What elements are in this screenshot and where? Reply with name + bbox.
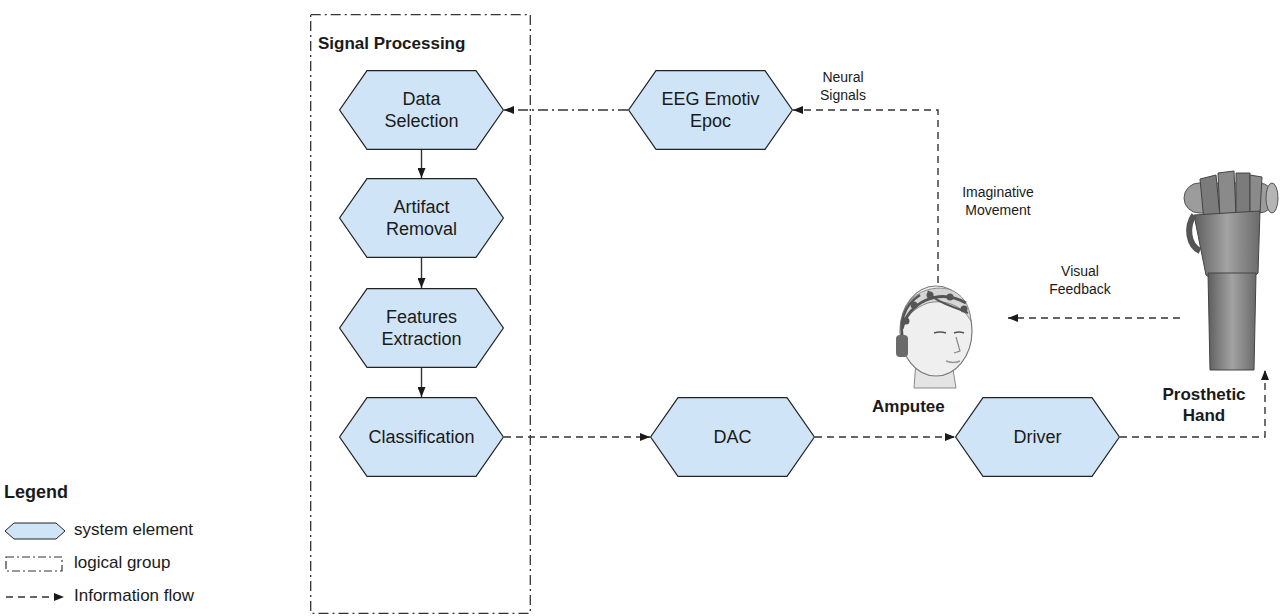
amputee-figure: Amputee (858, 283, 1008, 388)
amputee-illustration (858, 283, 1008, 388)
signal-note: Imaginative Movement (948, 183, 1048, 219)
flow-arrow (504, 436, 650, 437)
flow-arrow (504, 109, 628, 110)
box-label: Features Extraction (363, 306, 480, 351)
flow-arrow (815, 436, 955, 437)
legend-text: Information flow (74, 586, 194, 606)
flow-arrow (421, 150, 422, 178)
flow-arrow (793, 110, 938, 283)
legend-flow-sample (4, 588, 66, 606)
figure-label: Prosthetic Hand (1158, 384, 1250, 427)
box-label: Driver (1014, 426, 1062, 449)
process-box: Artifact Removal (339, 178, 504, 258)
legend-text: system element (74, 520, 193, 540)
flow-arrow (421, 258, 422, 288)
hexagon-outline (339, 288, 504, 368)
process-box: DAC (650, 397, 815, 477)
prosthetic-hand-figure: Prosthetic Hand (1180, 165, 1280, 370)
hexagon-outline (628, 70, 793, 150)
box-label: Data Selection (363, 88, 480, 133)
figure-label: Amputee (872, 396, 945, 417)
edge-label: Visual Feedback (1040, 262, 1120, 298)
legend-hexagon-sample (4, 522, 66, 540)
legend-group-sample (4, 555, 66, 573)
process-box: EEG Emotiv Epoc (628, 70, 793, 150)
edge-label: Neural Signals (810, 68, 876, 104)
legend-text: logical group (74, 553, 170, 573)
process-box: Data Selection (339, 70, 504, 150)
legend-heading: Legend (4, 482, 68, 503)
hexagon-outline (339, 178, 504, 258)
flow-arrow (1008, 317, 1180, 318)
logical-group: Signal ProcessingData SelectionArtifact … (310, 14, 531, 614)
prosthetic-hand-illustration (1180, 165, 1280, 370)
flow-arrow (1120, 370, 1265, 437)
box-label: Classification (368, 426, 474, 449)
box-label: DAC (713, 426, 751, 449)
process-box: Classification (339, 397, 504, 477)
group-title: Signal Processing (318, 34, 465, 54)
hexagon-outline (339, 70, 504, 150)
process-box: Driver (955, 397, 1120, 477)
box-label: Artifact Removal (363, 196, 480, 241)
process-box: Features Extraction (339, 288, 504, 368)
box-label: EEG Emotiv Epoc (652, 88, 769, 133)
flow-arrow (421, 368, 422, 397)
